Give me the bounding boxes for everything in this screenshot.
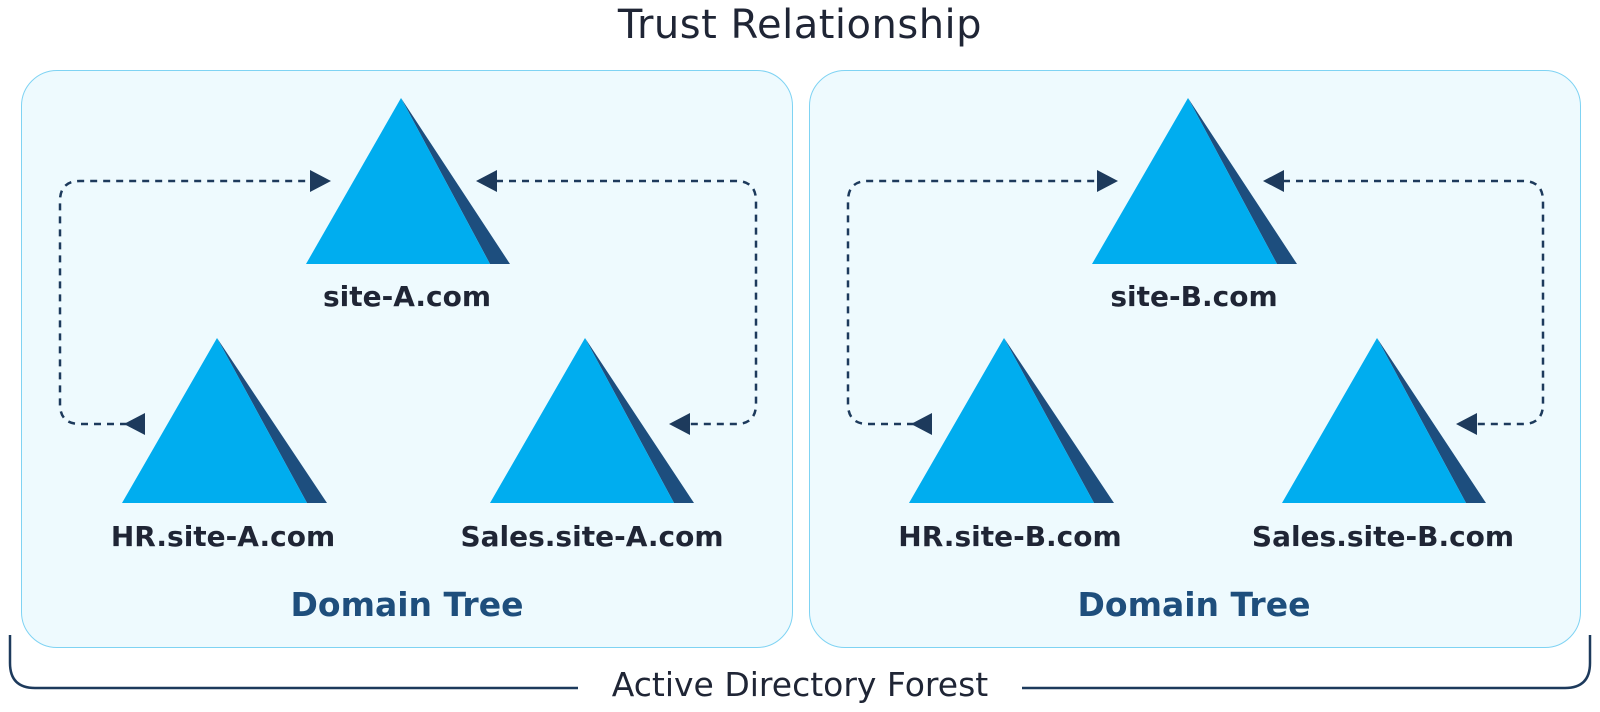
- child-domain-sales-a-icon: [490, 338, 694, 503]
- child-domain-sales-b-label: Sales.site-B.com: [1251, 520, 1515, 553]
- child-domain-hr-b-label: HR.site-B.com: [898, 520, 1122, 553]
- child-domain-hr-a-label: HR.site-A.com: [110, 520, 336, 553]
- forest-bracket: [8, 635, 1592, 690]
- root-domain-b-icon: [1092, 98, 1297, 264]
- trust-arrow-sales-b: [1263, 170, 1545, 435]
- trust-arrow-hr-b: [846, 170, 1118, 435]
- root-domain-b-label: site-B.com: [1110, 280, 1278, 313]
- root-domain-a-label: site-A.com: [322, 280, 492, 313]
- child-domain-hr-b-icon: [909, 338, 1114, 503]
- root-domain-a-icon: [306, 98, 510, 264]
- child-domain-sales-a-label: Sales.site-A.com: [460, 520, 724, 553]
- child-domain-hr-a-icon: [122, 338, 327, 503]
- domain-tree-b-label: Domain Tree: [1077, 585, 1311, 624]
- diagram-title: Trust Relationship: [617, 2, 983, 48]
- domain-tree-a-label: Domain Tree: [290, 585, 524, 624]
- forest-label: Active Directory Forest: [611, 665, 989, 704]
- domain-tree-a: [58, 98, 758, 503]
- child-domain-sales-b-icon: [1282, 338, 1486, 503]
- trust-arrow-sales-a: [476, 170, 758, 435]
- domain-tree-b: [846, 98, 1545, 503]
- trust-arrow-hr-a: [58, 170, 331, 435]
